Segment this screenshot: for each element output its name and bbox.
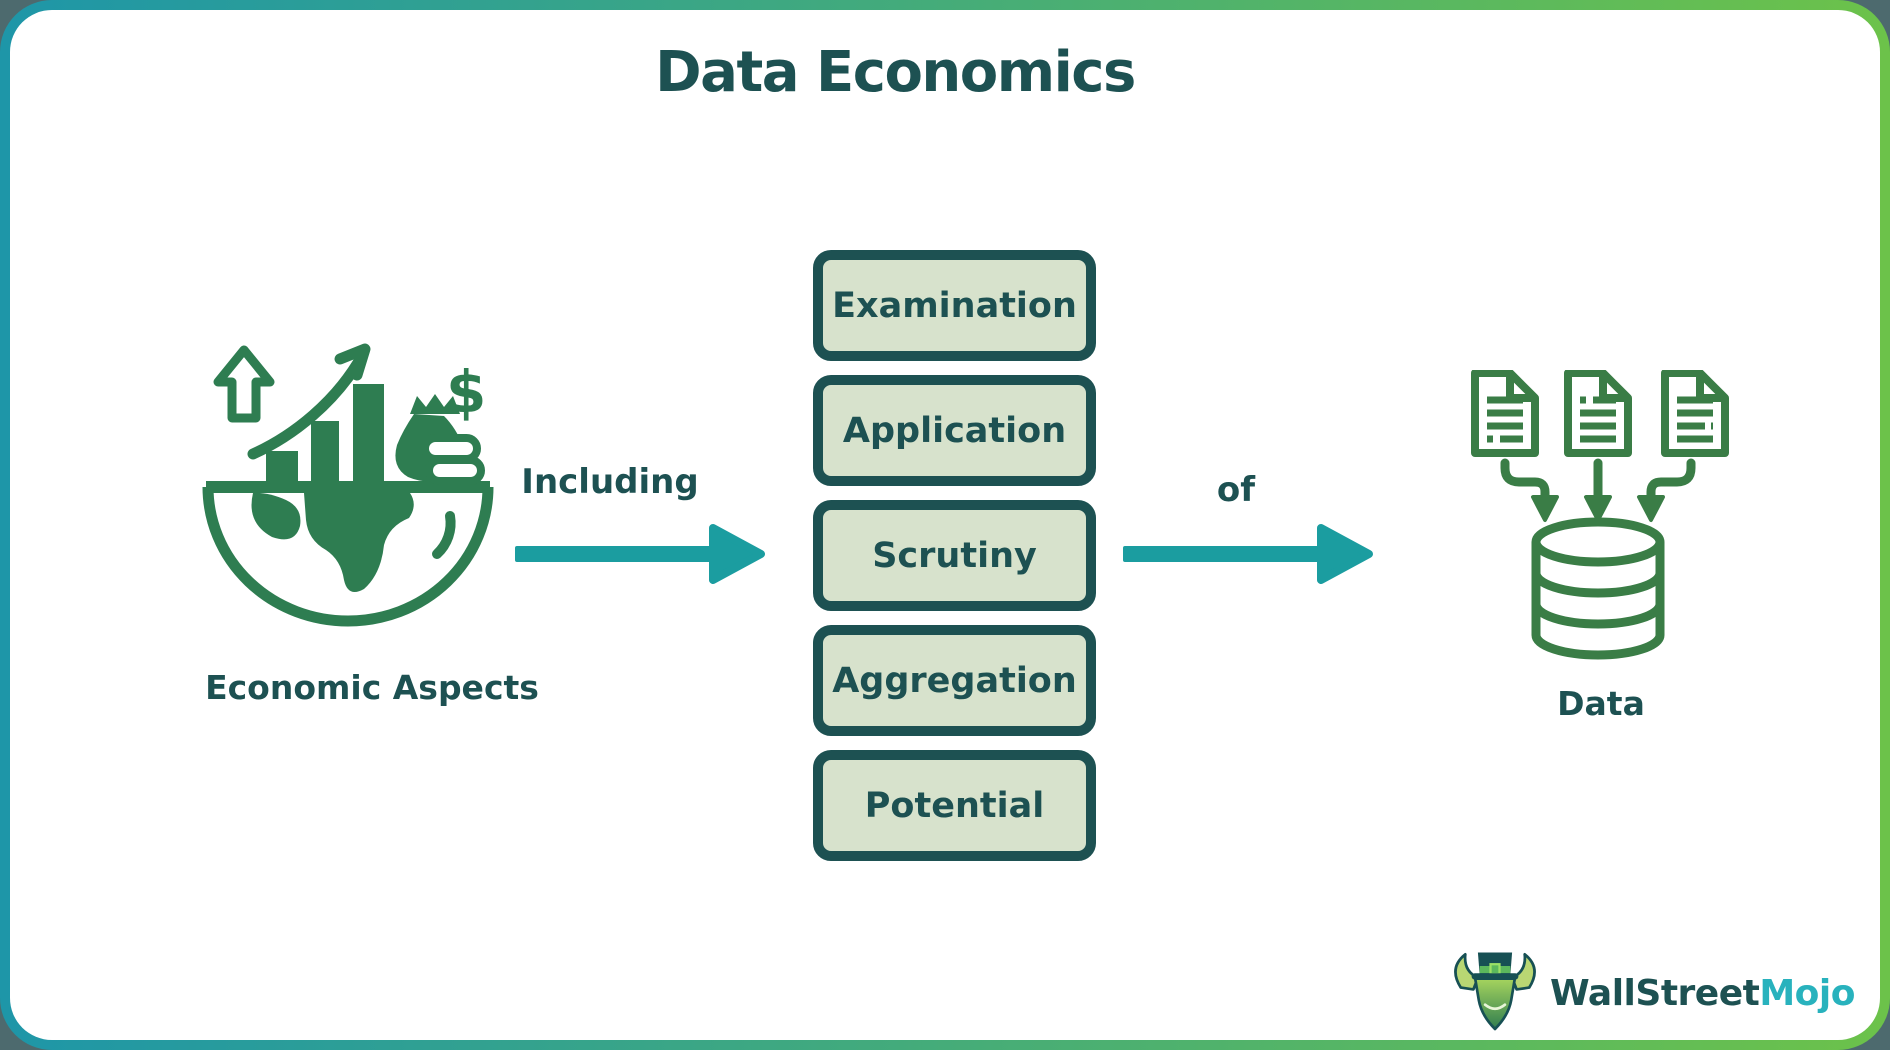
bull-face (1473, 977, 1517, 1031)
target-caption: Data (1557, 684, 1645, 723)
brand-name: WallStreetMojo (1550, 973, 1855, 1014)
document-icon (1661, 370, 1729, 457)
bull-horn (1454, 952, 1480, 991)
economic-growth-globe-icon: $ (202, 343, 494, 627)
wallstreetmojo-bull-icon (1454, 952, 1536, 1031)
database-icon (1531, 517, 1665, 660)
bull-horn (1510, 952, 1536, 991)
arrow-including-label: Including (521, 462, 699, 502)
source-caption: Economic Aspects (205, 668, 539, 707)
arrow-right-icon (1123, 524, 1373, 584)
aspect-box-examination: Examination (813, 250, 1096, 361)
aspect-box-label: Examination (832, 285, 1077, 326)
aspect-box-label: Scrutiny (872, 535, 1037, 576)
aspect-box-scrutiny: Scrutiny (813, 500, 1096, 611)
page-title: Data Economics (655, 40, 1136, 105)
diagram-canvas: Data Economics (10, 10, 1880, 1040)
aspect-box-potential: Potential (813, 750, 1096, 861)
growth-curve-icon (247, 350, 368, 460)
aspect-box-aggregation: Aggregation (813, 625, 1096, 736)
bar-chart-icon (266, 384, 384, 481)
brand-logo: WallStreetMojo (1450, 948, 1855, 1038)
arrow-of-label: of (1216, 470, 1256, 510)
down-arrow-icon (1500, 458, 1696, 503)
document-icon (1564, 370, 1632, 457)
aspect-box-label: Potential (864, 785, 1045, 826)
brand-name-secondary: Mojo (1759, 972, 1855, 1014)
aspect-box-list: Examination Application Scrutiny Aggrega… (813, 250, 1096, 861)
globe-icon (202, 486, 494, 627)
up-arrow-icon (213, 345, 275, 423)
documents-to-database-icon (1471, 370, 1729, 660)
brand-name-primary: WallStreet (1550, 972, 1760, 1014)
dollar-sign-icon: $ (446, 358, 486, 426)
bull-smile (1483, 1003, 1507, 1011)
aspect-box-label: Application (842, 410, 1067, 451)
money-bag-icon (395, 394, 485, 485)
aspect-box-application: Application (813, 375, 1096, 486)
document-icon (1471, 370, 1539, 457)
arrow-right-icon (515, 524, 765, 584)
aspect-box-label: Aggregation (832, 660, 1077, 701)
